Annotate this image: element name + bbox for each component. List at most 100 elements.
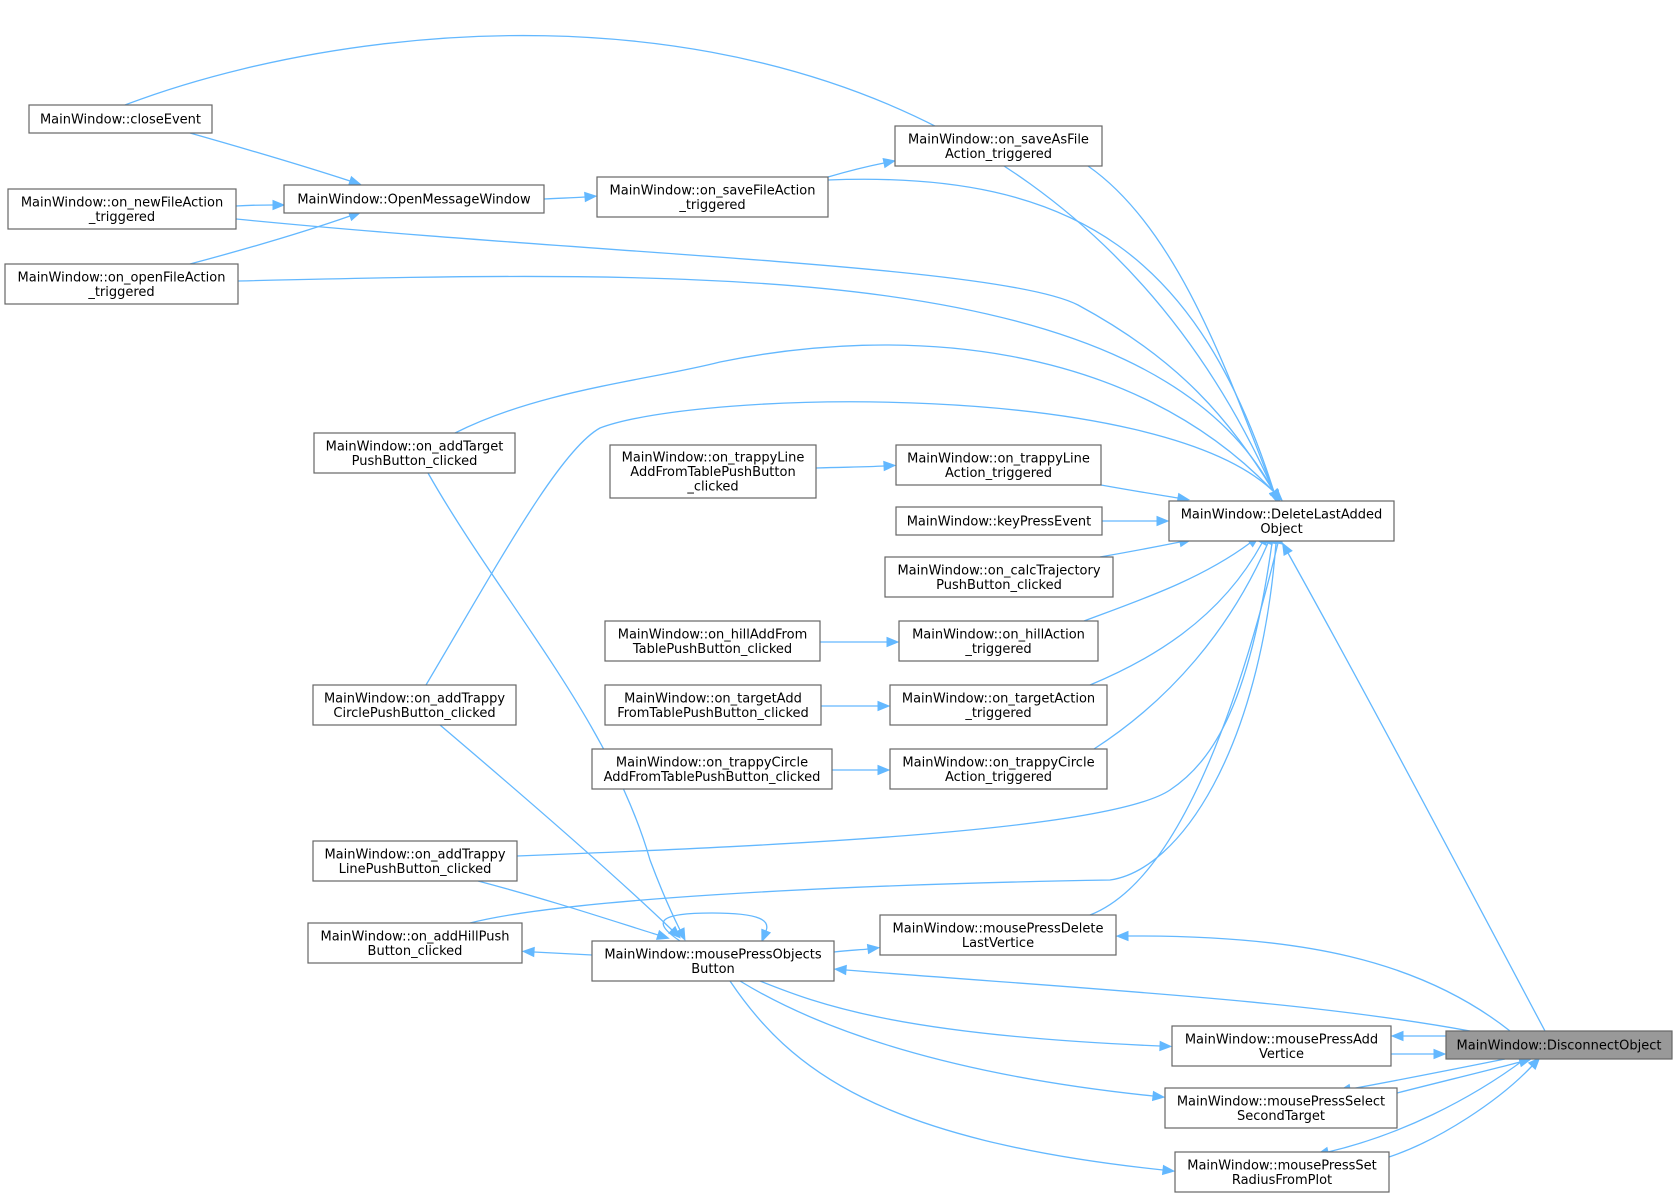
edge-line — [235, 218, 1275, 493]
edge-mousePressAddVertice-to-disconnectObject — [1391, 1048, 1447, 1060]
node-label-line: MainWindow::keyPressEvent — [907, 515, 1092, 530]
node-label-line: MainWindow::on_calcTrajectory — [897, 563, 1100, 578]
node-label-line: Object — [1260, 522, 1302, 537]
edge-mousePressObjectsButton-to-mousePressDeleteLastVertice — [833, 943, 881, 955]
node-hillAction[interactable]: MainWindow::on_hillAction_triggered — [898, 620, 1099, 662]
node-label-line: MainWindow::on_targetAction — [902, 691, 1095, 706]
node-label-line: _triggered — [964, 642, 1031, 657]
edge-arrowhead — [1151, 1090, 1166, 1102]
node-label-line: MainWindow::on_saveFileAction — [610, 183, 816, 198]
node-label-line: AddFromTablePushButton — [630, 465, 795, 480]
node-box — [1168, 500, 1395, 542]
node-box — [1174, 1151, 1390, 1193]
node-label-line: MainWindow::on_hillAction — [912, 627, 1085, 642]
node-trappyLineAction[interactable]: MainWindow::on_trappyLineAction_triggere… — [895, 444, 1102, 486]
node-box — [604, 684, 822, 726]
edge-line — [1127, 935, 1511, 1032]
node-label-line: MainWindow::mousePressDelete — [893, 921, 1104, 936]
node-openFileAction[interactable]: MainWindow::on_openFileAction_triggered — [4, 263, 239, 305]
node-disconnectObject[interactable]: MainWindow::DisconnectObject — [1445, 1030, 1673, 1060]
node-addTarget[interactable]: MainWindow::on_addTargetPushButton_click… — [313, 432, 516, 474]
edge-arrowhead — [1156, 515, 1170, 527]
node-label-line: MainWindow::on_trappyLine — [622, 451, 805, 466]
node-targetAddFromTable[interactable]: MainWindow::on_targetAddFromTablePushBut… — [604, 684, 822, 726]
node-label-line: MainWindow::on_trappyCircle — [902, 755, 1094, 770]
node-label-line: MainWindow::on_addTarget — [326, 439, 504, 454]
edge-arrowhead — [877, 700, 891, 712]
node-newFileAction[interactable]: MainWindow::on_newFileAction_triggered — [7, 188, 237, 230]
node-trappyCircleAddFromTable[interactable]: MainWindow::on_trappyCircleAddFromTableP… — [591, 748, 833, 790]
node-label-line: MainWindow::on_newFileAction — [21, 195, 223, 210]
edge-mousePressObjectsButton-to-mousePressAddVertice — [759, 980, 1173, 1052]
edge-disconnectObject-to-mousePressDeleteLastVertice — [1115, 930, 1511, 1032]
node-closeEvent[interactable]: MainWindow::closeEvent — [28, 104, 213, 134]
node-openMessageWindow[interactable]: MainWindow::OpenMessageWindow — [283, 184, 545, 214]
node-saveAsFileAction[interactable]: MainWindow::on_saveAsFileAction_triggere… — [894, 125, 1103, 167]
node-box — [591, 748, 833, 790]
edge-mousePressObjectsButton-to-mousePressSelectSecondTarget — [739, 980, 1166, 1102]
node-label-line: _triggered — [964, 706, 1031, 721]
node-box — [312, 840, 518, 882]
edge-arrowhead — [584, 191, 598, 203]
call-edges — [124, 34, 1546, 1176]
node-addTrappyLine[interactable]: MainWindow::on_addTrappyLinePushButton_c… — [312, 840, 518, 882]
node-label-line: Vertice — [1259, 1047, 1304, 1062]
node-box — [283, 184, 545, 214]
edge-saveFileAction-to-saveAsFileAction — [827, 157, 897, 178]
node-label-line: Action_triggered — [945, 770, 1052, 785]
edge-line — [845, 969, 1471, 1032]
edge-arrowhead — [1527, 1057, 1541, 1070]
node-box — [895, 506, 1103, 536]
node-hillAddFromTable[interactable]: MainWindow::on_hillAddFromTablePushButto… — [604, 620, 821, 662]
node-box — [895, 444, 1102, 486]
edge-mousePressSetRadiusFromPlot-to-disconnectObject — [1388, 1057, 1541, 1158]
node-box — [889, 684, 1108, 726]
edge-line — [425, 401, 1275, 686]
node-targetAction[interactable]: MainWindow::on_targetAction_triggered — [889, 684, 1108, 726]
edge-openFileAction-to-openMessageWindow — [189, 211, 362, 265]
edge-arrowhead — [272, 199, 286, 211]
node-label-line: MainWindow::mousePressObjects — [604, 947, 822, 962]
node-keyPressEvent[interactable]: MainWindow::keyPressEvent — [895, 506, 1103, 536]
node-calcTrajectory[interactable]: MainWindow::on_calcTrajectoryPushButton_… — [884, 556, 1114, 598]
node-label-line: MainWindow::mousePressSelect — [1177, 1094, 1385, 1109]
node-trappyLineAddFromTable[interactable]: MainWindow::on_trappyLineAddFromTablePus… — [609, 444, 817, 499]
edge-line — [1349, 1058, 1506, 1090]
edge-addTrappyCircle-to-mousePressObjectsButton — [439, 724, 681, 939]
node-box — [894, 125, 1103, 167]
edge-line — [439, 724, 673, 931]
edge-arrowhead — [668, 925, 681, 939]
edge-hillAddFromTable-to-hillAction — [820, 636, 900, 648]
edge-trappyLineAddFromTable-to-trappyLineAction — [815, 460, 897, 472]
edge-line — [454, 344, 1275, 493]
node-box — [884, 556, 1114, 598]
edge-addTarget-to-deleteLastAddedObject — [454, 344, 1283, 501]
node-addTrappyCircle[interactable]: MainWindow::on_addTrappyCirclePushButton… — [312, 684, 517, 726]
node-label-line: LinePushButton_clicked — [339, 862, 492, 877]
node-box — [609, 444, 817, 499]
edge-line — [189, 132, 351, 182]
edge-addTrappyCircle-to-deleteLastAddedObject — [425, 401, 1283, 686]
node-label-line: CirclePushButton_clicked — [333, 706, 495, 721]
edge-line — [759, 980, 1161, 1047]
edge-trappyLineAction-to-deleteLastAddedObject — [1100, 484, 1191, 504]
node-label-line: MainWindow::on_trappyLine — [907, 451, 1090, 466]
node-label-line: MainWindow::on_addTrappy — [324, 847, 505, 862]
edge-line — [729, 980, 1164, 1171]
node-box — [28, 104, 213, 134]
node-label-line: MainWindow::on_saveAsFile — [908, 132, 1089, 147]
node-saveFileAction[interactable]: MainWindow::on_saveFileAction_triggered — [596, 176, 829, 218]
node-trappyCircleAction[interactable]: MainWindow::on_trappyCircleAction_trigge… — [889, 748, 1108, 790]
edge-mousePressSelectSecondTarget-to-disconnectObject — [1396, 1057, 1532, 1094]
edge-arrowhead — [886, 636, 900, 648]
edge-arrowhead — [655, 929, 670, 940]
edge-arrowhead — [1390, 1030, 1404, 1042]
edge-line — [189, 215, 351, 265]
